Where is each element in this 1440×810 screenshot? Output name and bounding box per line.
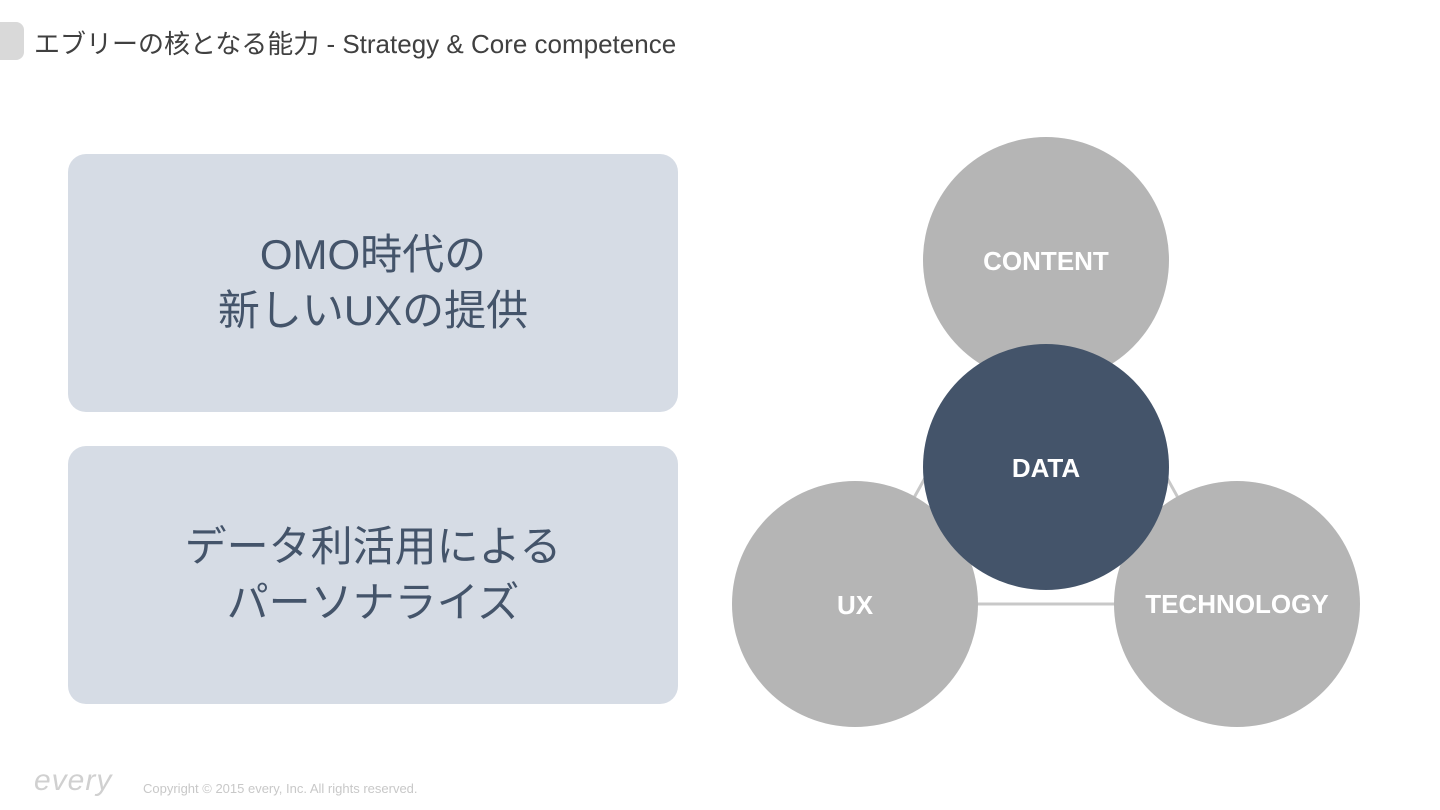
content-label: CONTENT [983,246,1109,276]
box-line: 新しいUXの提供 [217,287,529,334]
capability-box-ux: OMO時代の新しいUXの提供 [68,154,678,412]
title-marker [0,22,24,60]
technology-circle [1114,481,1360,727]
box-line: OMO時代の [259,231,487,278]
ux-label: UX [837,590,874,620]
ux-circle [732,481,978,727]
page-title: エブリーの核となる能力 - Strategy & Core competence [34,29,677,59]
data-circle [923,344,1169,590]
capability-box-data: データ利活用によるパーソナライズ [68,446,678,704]
data-label: DATA [1012,453,1081,483]
technology-label: TECHNOLOGY [1145,589,1328,619]
copyright: Copyright © 2015 every, Inc. All rights … [143,781,418,796]
every-logo: every [34,764,113,797]
content-circle [923,137,1169,383]
box-line: データ利活用による [184,523,562,570]
box-line: パーソナライズ [226,579,520,626]
